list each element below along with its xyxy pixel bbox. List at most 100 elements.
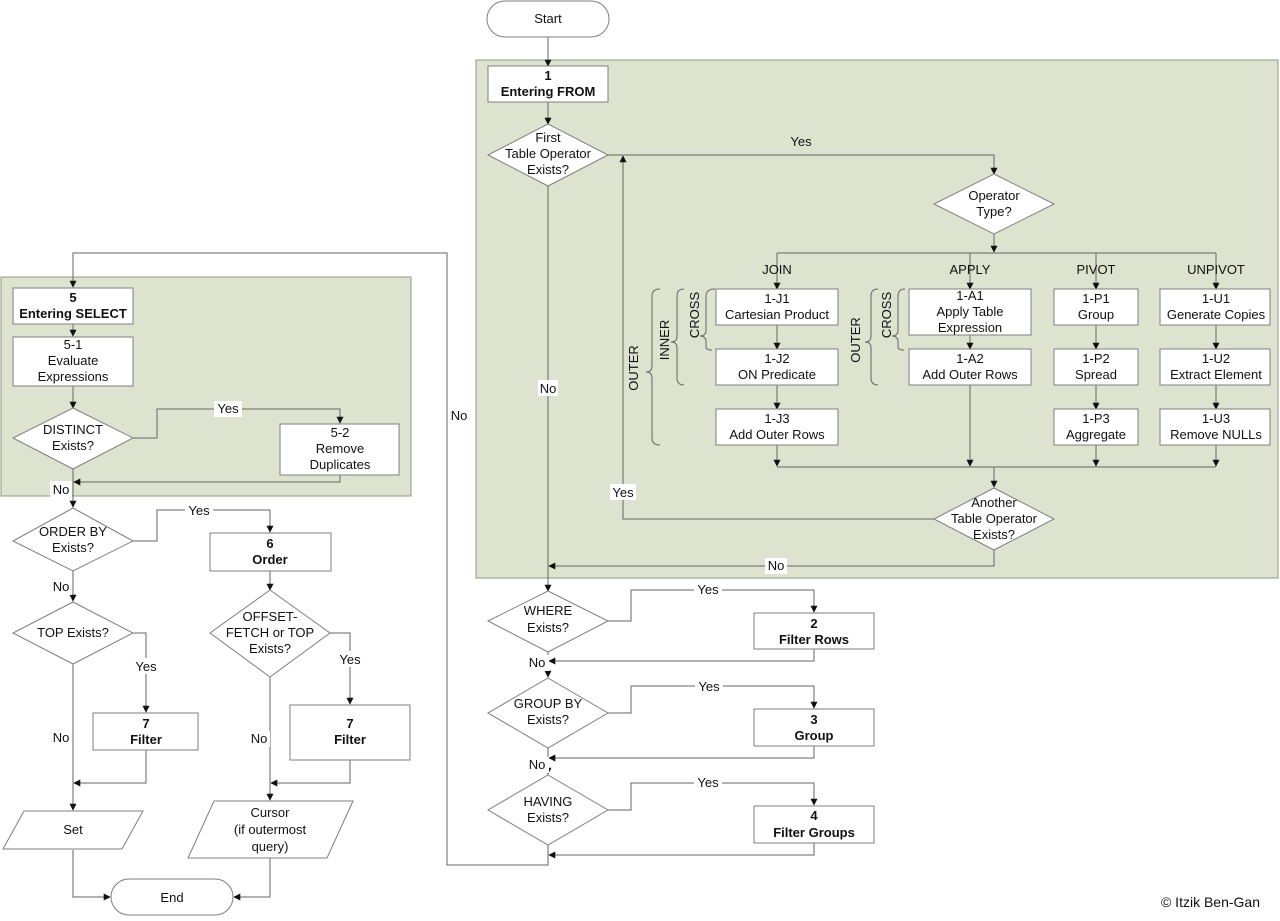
entering-from-box [487,65,609,103]
yes-label: Yes [697,582,719,597]
unpivot-label: UNPIVOT [1187,262,1245,277]
filter-rows-box [753,612,875,650]
from-phase-group [475,59,1279,579]
offset-line2: FETCH or TOP [226,625,314,640]
remove-dup-line2: Remove [316,441,364,456]
a2-title: Add Outer Rows [922,367,1018,382]
evaluate-line3: Expressions [38,369,109,384]
no-label: No [53,730,70,745]
yes-label: Yes [188,503,210,518]
evaluate-num: 5-1 [64,337,83,352]
p3-title: Aggregate [1066,427,1126,442]
a2-box [908,348,1032,386]
filter-right-box [289,704,411,761]
entering-select-box [12,287,134,325]
distinct-line1: DISTINCT [43,422,103,437]
where-line2: Exists? [527,620,569,635]
another-table-operator-diamond [932,487,1056,551]
filter-left-box [92,712,199,751]
cursor-line3: query) [252,839,289,854]
p1-box [1053,288,1139,326]
a1-line3: Expression [938,320,1002,335]
no-label: No [529,655,546,670]
top-exists-label: TOP Exists? [37,625,109,640]
end-terminator [110,878,234,916]
j1-num: 1-J1 [764,291,789,306]
group-by-line1: GROUP BY [514,696,583,711]
a1-line2: Apply Table [937,304,1004,319]
top-exists-diamond [11,601,135,665]
j2-num: 1-J2 [764,351,789,366]
distinct-line2: Exists? [52,438,94,453]
evaluate-expressions-box [12,336,134,387]
j1-box [715,288,839,326]
u2-box [1159,348,1271,386]
entering-from-title: Entering FROM [501,84,596,99]
order-by-line1: ORDER BY [39,524,107,539]
yes-label: Yes [217,401,239,416]
filter-rows-title: Filter Rows [779,632,849,647]
no-label: No [53,579,70,594]
j2-title: ON Predicate [738,367,816,382]
offset-fetch-diamond [209,589,331,678]
start-terminator [486,0,610,38]
first-to-line3: Exists? [527,162,569,177]
filter-rows-num: 2 [810,616,817,631]
u3-num: 1-U3 [1202,411,1230,426]
j3-title: Add Outer Rows [729,427,825,442]
set-label: Set [63,822,83,837]
u1-num: 1-U1 [1202,291,1230,306]
no-label: No [53,482,70,497]
inner-join-brace-label: INNER [657,320,672,360]
filter-left-title: Filter [130,732,162,747]
p1-num: 1-P1 [1082,291,1109,306]
having-exists-diamond [487,774,609,846]
j3-box [715,408,839,446]
u3-box [1159,408,1271,446]
another-to-line3: Exists? [973,527,1015,542]
u2-num: 1-U2 [1202,351,1230,366]
entering-select-num: 5 [69,290,76,305]
group-by-line2: Exists? [527,712,569,727]
filter-groups-title: Filter Groups [773,825,855,840]
filter-groups-box [753,805,875,844]
offset-line1: OFFSET- [243,609,298,624]
p2-box [1053,348,1139,386]
yes-label: Yes [697,775,719,790]
group-num: 3 [810,712,817,727]
connectors [69,37,1220,901]
filter-left-num: 7 [142,716,149,731]
a1-num: 1-A1 [956,288,983,303]
another-to-line1: Another [971,495,1017,510]
p2-num: 1-P2 [1082,351,1109,366]
yes-label: Yes [135,659,157,674]
u1-box [1159,288,1271,326]
no-label: No [540,381,557,396]
order-by-exists-diamond [11,507,135,572]
yes-label: Yes [612,485,634,500]
u1-title: Generate Copies [1167,307,1266,322]
order-box [209,532,332,572]
cursor-line2: (if outermost [234,822,307,837]
remove-duplicates-box [279,423,400,476]
remove-dup-line3: Duplicates [310,457,371,472]
end-label: End [160,890,183,905]
operator-type-diamond [932,173,1056,235]
order-by-line2: Exists? [52,540,94,555]
outer-join-brace-label: OUTER [626,345,641,391]
join-label: JOIN [762,262,792,277]
having-line2: Exists? [527,810,569,825]
outer-apply-brace-label: OUTER [848,317,863,363]
entering-select-title: Entering SELECT [19,306,127,321]
p1-title: Group [1078,307,1114,322]
no-label: No [529,757,546,772]
group-title: Group [795,728,834,743]
operator-type-line1: Operator [968,188,1020,203]
filter-groups-num: 4 [810,808,818,823]
set-output [2,810,144,850]
pivot-label: PIVOT [1076,262,1115,277]
u3-title: Remove NULLs [1170,427,1262,442]
a1-box [908,288,1032,336]
filter-right-title: Filter [334,732,366,747]
